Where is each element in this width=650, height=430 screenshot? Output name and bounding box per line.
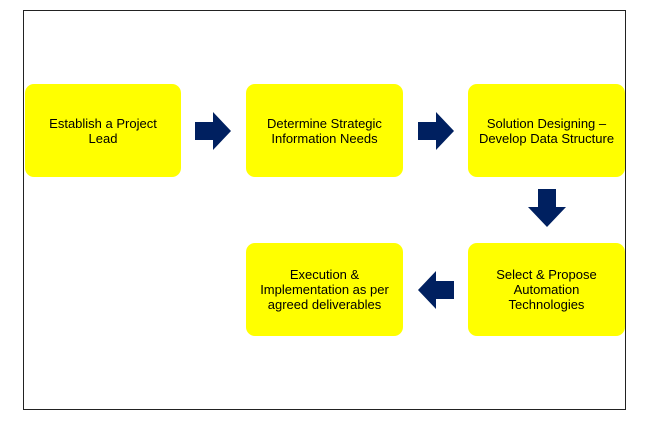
step-label: Select & Propose Automation Technologies	[496, 267, 597, 312]
diagram-frame	[23, 10, 626, 410]
arrow-left-icon	[418, 271, 454, 309]
step-label: Execution & Implementation as per agreed…	[260, 267, 389, 312]
step-establish-project-lead: Establish a Project Lead	[25, 84, 181, 177]
step-label: Establish a Project Lead	[49, 115, 157, 146]
arrow-down-icon	[528, 189, 566, 227]
step-select-automation-technologies: Select & Propose Automation Technologies	[468, 243, 625, 336]
arrow-right-icon	[195, 112, 231, 150]
step-label: Determine Strategic Information Needs	[267, 115, 382, 146]
step-determine-information-needs: Determine Strategic Information Needs	[246, 84, 403, 177]
step-execution-implementation: Execution & Implementation as per agreed…	[246, 243, 403, 336]
step-label: Solution Designing – Develop Data Struct…	[478, 115, 615, 146]
arrow-right-icon	[418, 112, 454, 150]
step-solution-designing: Solution Designing – Develop Data Struct…	[468, 84, 625, 177]
